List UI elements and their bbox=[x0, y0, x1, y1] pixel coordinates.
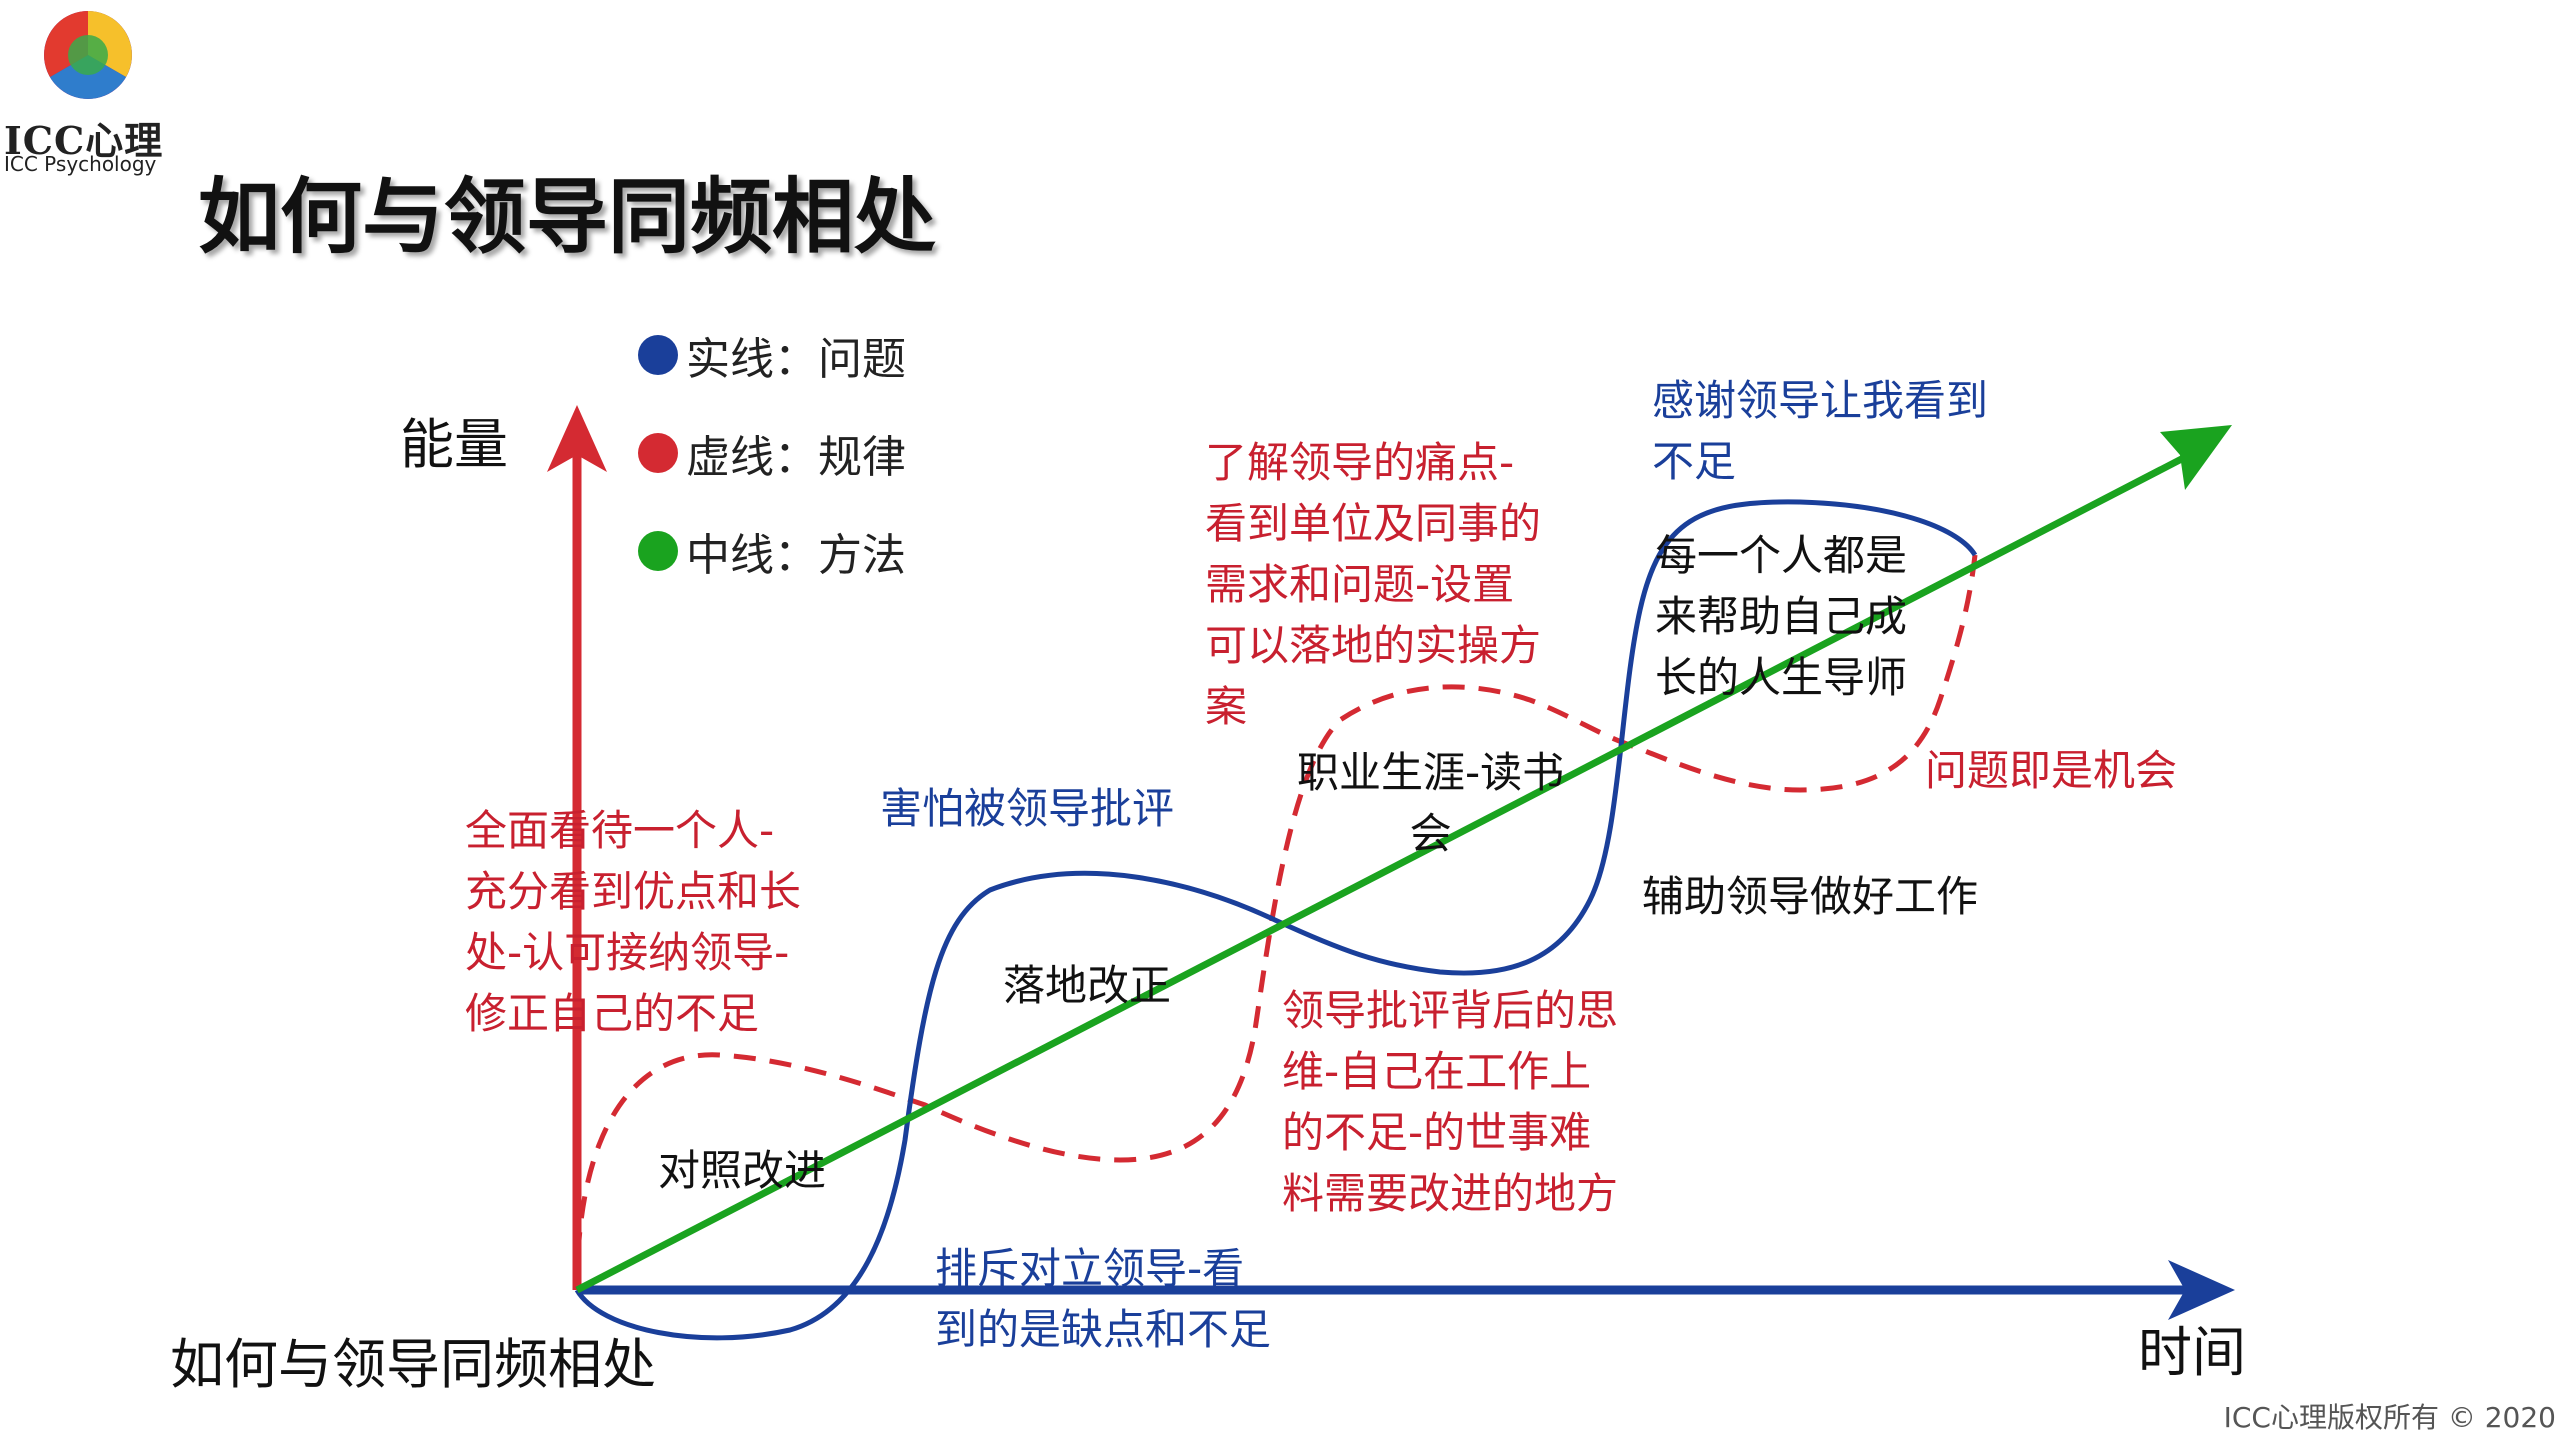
blue-annotation-2: 害怕被领导批评 bbox=[880, 778, 1174, 839]
origin-label: 如何与领导同频相处 bbox=[170, 1333, 656, 1396]
annotation-line: 排斥对立领导-看 bbox=[935, 1244, 1245, 1293]
blue-annotation-3: 感谢领导让我看到 不足 bbox=[1652, 370, 1988, 492]
x-axis-label: 时间 bbox=[2138, 1321, 2246, 1384]
logo-center bbox=[68, 35, 108, 75]
annotation-line: 长的人生导师 bbox=[1655, 653, 1908, 702]
annotation-line: 不足 bbox=[1652, 437, 1737, 486]
red-annotation-3: 领导批评背后的思 维-自己在工作上 的不足-的世事难 料需要改进的地方 bbox=[1282, 980, 1618, 1224]
annotation-line: 维-自己在工作上 bbox=[1282, 1047, 1592, 1096]
annotation-line: 到的是缺点和不足 bbox=[935, 1305, 1272, 1354]
copyright-footer: ICC心理版权所有 © 2020 bbox=[2223, 1401, 2556, 1434]
midline-arrowhead bbox=[2160, 425, 2232, 490]
annotation-line: 来帮助自己成 bbox=[1655, 592, 1908, 641]
annotation-line: 处-认可接纳领导- bbox=[465, 928, 790, 977]
annotation-line: 的不足-的世事难 bbox=[1282, 1108, 1592, 1157]
legend-label: 中线：方法 bbox=[686, 530, 906, 581]
blue-annotation-1: 排斥对立领导-看 到的是缺点和不足 bbox=[935, 1238, 1271, 1360]
x-axis-arrowhead bbox=[2168, 1260, 2235, 1320]
black-annotation-3: 职业生涯-读书 会 bbox=[1297, 742, 1564, 864]
legend-dot-blue bbox=[638, 335, 678, 375]
logo-mark bbox=[44, 11, 132, 99]
annotation-line: 全面看待一个人- bbox=[465, 806, 775, 855]
method-midline bbox=[575, 448, 2197, 1294]
annotation-line: 案 bbox=[1205, 682, 1248, 731]
black-annotation-5: 每一个人都是 来帮助自己成 长的人生导师 bbox=[1655, 525, 1907, 708]
logo-subtitle: ICC Psychology bbox=[4, 152, 157, 176]
annotation-line: 充分看到优点和长 bbox=[465, 867, 802, 916]
logo-segment bbox=[50, 55, 126, 99]
legend-item-dashed: 虚线：规律 bbox=[638, 423, 906, 483]
legend: 实线：问题 虚线：规律 中线：方法 bbox=[638, 325, 906, 581]
legend-dot-red bbox=[638, 433, 678, 473]
annotation-line: 领导批评背后的思 bbox=[1282, 986, 1619, 1035]
black-annotation-2: 落地改正 bbox=[1003, 955, 1171, 1016]
red-annotation-2: 了解领导的痛点- 看到单位及同事的 需求和问题-设置 可以落地的实操方 案 bbox=[1205, 432, 1541, 737]
annotation-line: 落地改正 bbox=[1003, 961, 1172, 1010]
legend-label: 虚线：规律 bbox=[686, 432, 906, 483]
legend-dot-green bbox=[638, 531, 678, 571]
annotation-line: 了解领导的痛点- bbox=[1205, 438, 1515, 487]
y-axis-label: 能量 bbox=[400, 413, 508, 476]
annotation-line: 看到单位及同事的 bbox=[1205, 499, 1542, 548]
annotation-line: 辅助领导做好工作 bbox=[1642, 872, 1979, 921]
annotation-line: 职业生涯-读书 bbox=[1297, 748, 1565, 797]
annotation-line: 害怕被领导批评 bbox=[880, 784, 1175, 833]
annotation-line: 需求和问题-设置 bbox=[1205, 560, 1515, 609]
page-title: 如何与领导同频相处 bbox=[198, 170, 937, 265]
annotation-line: 料需要改进的地方 bbox=[1282, 1169, 1619, 1218]
legend-label: 实线：问题 bbox=[686, 334, 906, 385]
black-annotation-1: 对照改进 bbox=[658, 1140, 826, 1201]
logo-name: ICC心理 bbox=[4, 118, 164, 163]
annotation-line: 修正自己的不足 bbox=[465, 989, 760, 1038]
red-annotation-1: 全面看待一个人- 充分看到优点和长 处-认可接纳领导- 修正自己的不足 bbox=[465, 800, 801, 1044]
y-axis-arrowhead bbox=[547, 405, 607, 472]
annotation-line: 对照改进 bbox=[658, 1146, 827, 1195]
annotation-line: 会 bbox=[1409, 809, 1452, 858]
annotation-line: 感谢领导让我看到 bbox=[1652, 376, 1989, 425]
black-annotation-4: 辅助领导做好工作 bbox=[1642, 866, 1978, 927]
annotation-line: 问题即是机会 bbox=[1925, 746, 2178, 795]
red-annotation-4: 问题即是机会 bbox=[1925, 740, 2177, 801]
legend-item-solid: 实线：问题 bbox=[638, 325, 906, 385]
annotation-line: 每一个人都是 bbox=[1655, 531, 1908, 580]
pattern-dashed-curve bbox=[574, 554, 1978, 1291]
annotation-line: 可以落地的实操方 bbox=[1205, 621, 1542, 670]
legend-item-mid: 中线：方法 bbox=[638, 521, 906, 581]
problem-solid-curve bbox=[574, 499, 1978, 1341]
